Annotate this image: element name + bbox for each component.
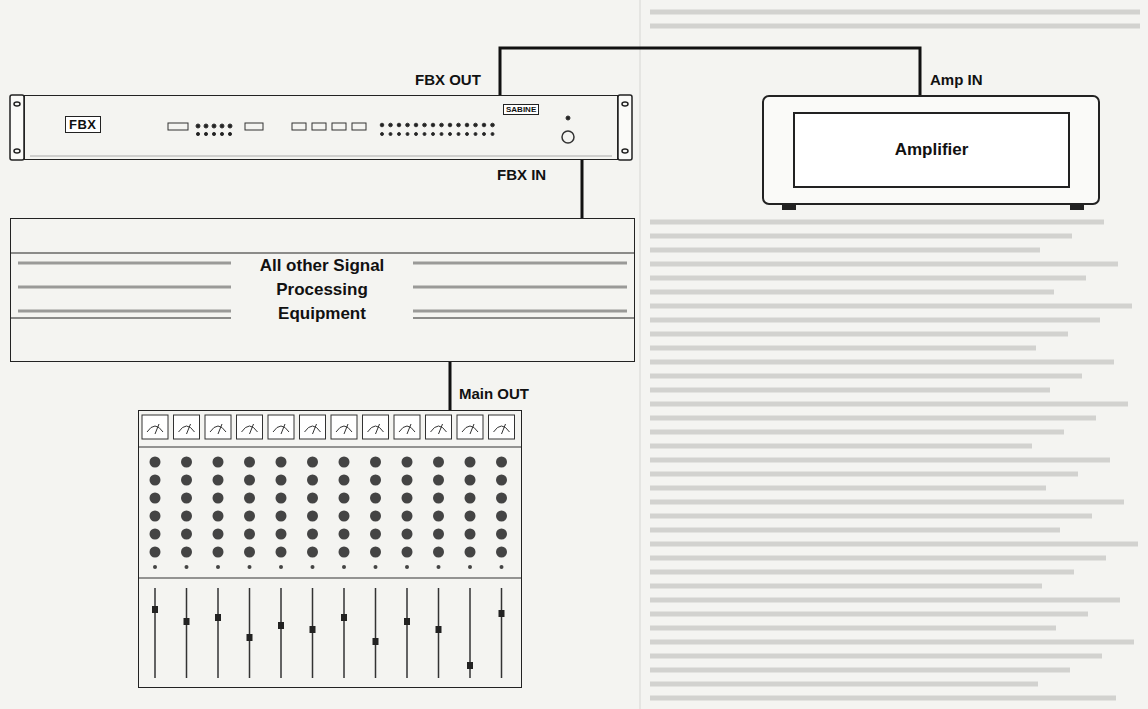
signal-cable: [581, 160, 584, 218]
mixer-controls: [138, 415, 522, 678]
port-label: Main OUT: [457, 385, 531, 402]
port-label: Amp IN: [928, 71, 985, 88]
amplifier-box: Amplifier: [762, 95, 1100, 205]
rack-ears: [10, 95, 632, 160]
signal-cable: [500, 48, 920, 95]
fbx-rack-unit: FBX SABINE: [24, 95, 618, 160]
fbx-panel-controls: [30, 116, 612, 156]
amplifier-panel: Amplifier: [793, 112, 1070, 188]
faded-page-text: [650, 12, 1140, 698]
node-text: SABINE: [503, 104, 539, 115]
node-text: All other Signal Processing Equipment: [231, 254, 413, 326]
port-label: FBX IN: [495, 166, 548, 183]
port-label: FBX OUT: [413, 71, 483, 88]
signal-cable: [449, 362, 452, 410]
signal-processing-rack: All other Signal Processing Equipment: [10, 218, 635, 362]
amplifier-feet: [782, 205, 1084, 210]
mixing-console: Main OUT: [138, 410, 522, 688]
node-text: FBX: [65, 116, 101, 133]
node-text: Amplifier: [895, 140, 969, 160]
